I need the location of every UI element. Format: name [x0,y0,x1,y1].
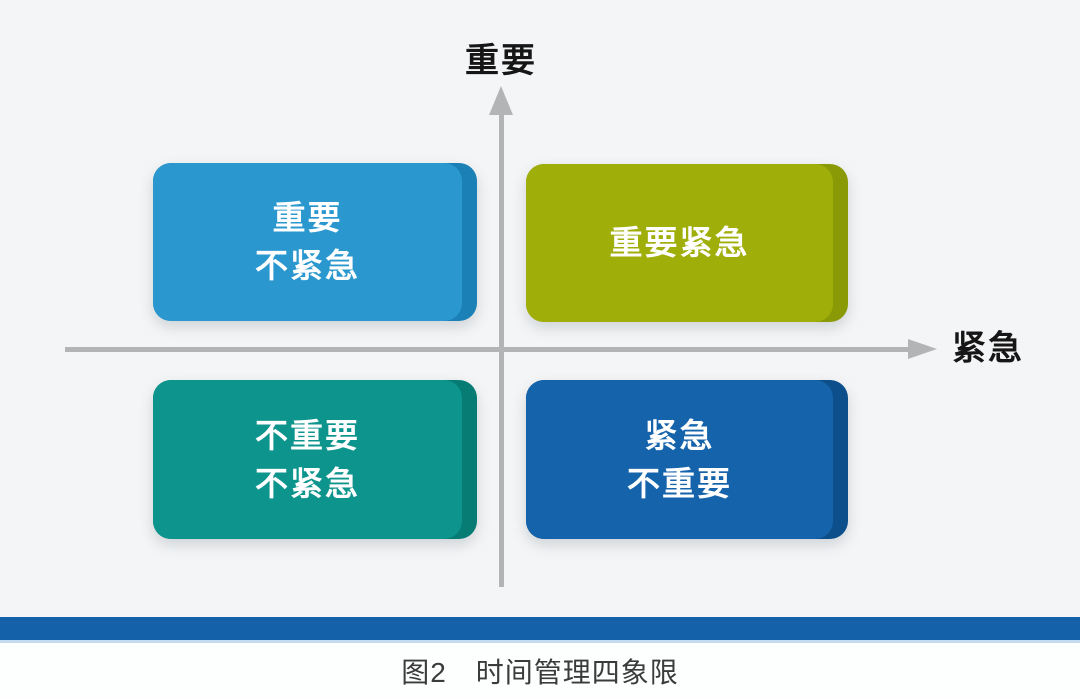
quadrant-urgent-not-important: 紧急 不重要 [526,380,848,539]
quadrant-face: 重要紧急 [526,164,833,322]
x-axis-arrow-icon [908,339,937,359]
quadrant-important-not-urgent: 重要 不紧急 [153,163,477,321]
quadrant-face: 重要 不紧急 [153,163,462,321]
quadrant-not-important-not-urgent: 不重要 不紧急 [153,380,477,539]
y-axis-label: 重要 [465,42,537,80]
x-axis-line [65,347,912,352]
quadrant-important-urgent: 重要紧急 [526,164,848,322]
quadrant-face: 不重要 不紧急 [153,380,462,539]
quadrant-label-line: 不重要 [255,416,360,454]
quadrant-label-line: 紧急 [644,416,715,454]
quadrant-label-line: 重要 [272,199,343,237]
quadrant-label-line: 不紧急 [255,464,360,502]
divider-bar [0,617,1080,640]
quadrant-face: 紧急 不重要 [526,380,833,539]
x-axis-label: 紧急 [952,329,1024,368]
quadrant-label-line: 重要紧急 [609,224,750,262]
y-axis-arrow-icon [489,86,513,115]
divider-bar-highlight [0,640,1080,643]
caption-strip: 图2 时间管理四象限 [0,643,1080,699]
quadrant-label-line: 不重要 [627,464,732,502]
figure-caption: 图2 时间管理四象限 [401,657,679,688]
quadrant-label-line: 不紧急 [255,247,360,284]
